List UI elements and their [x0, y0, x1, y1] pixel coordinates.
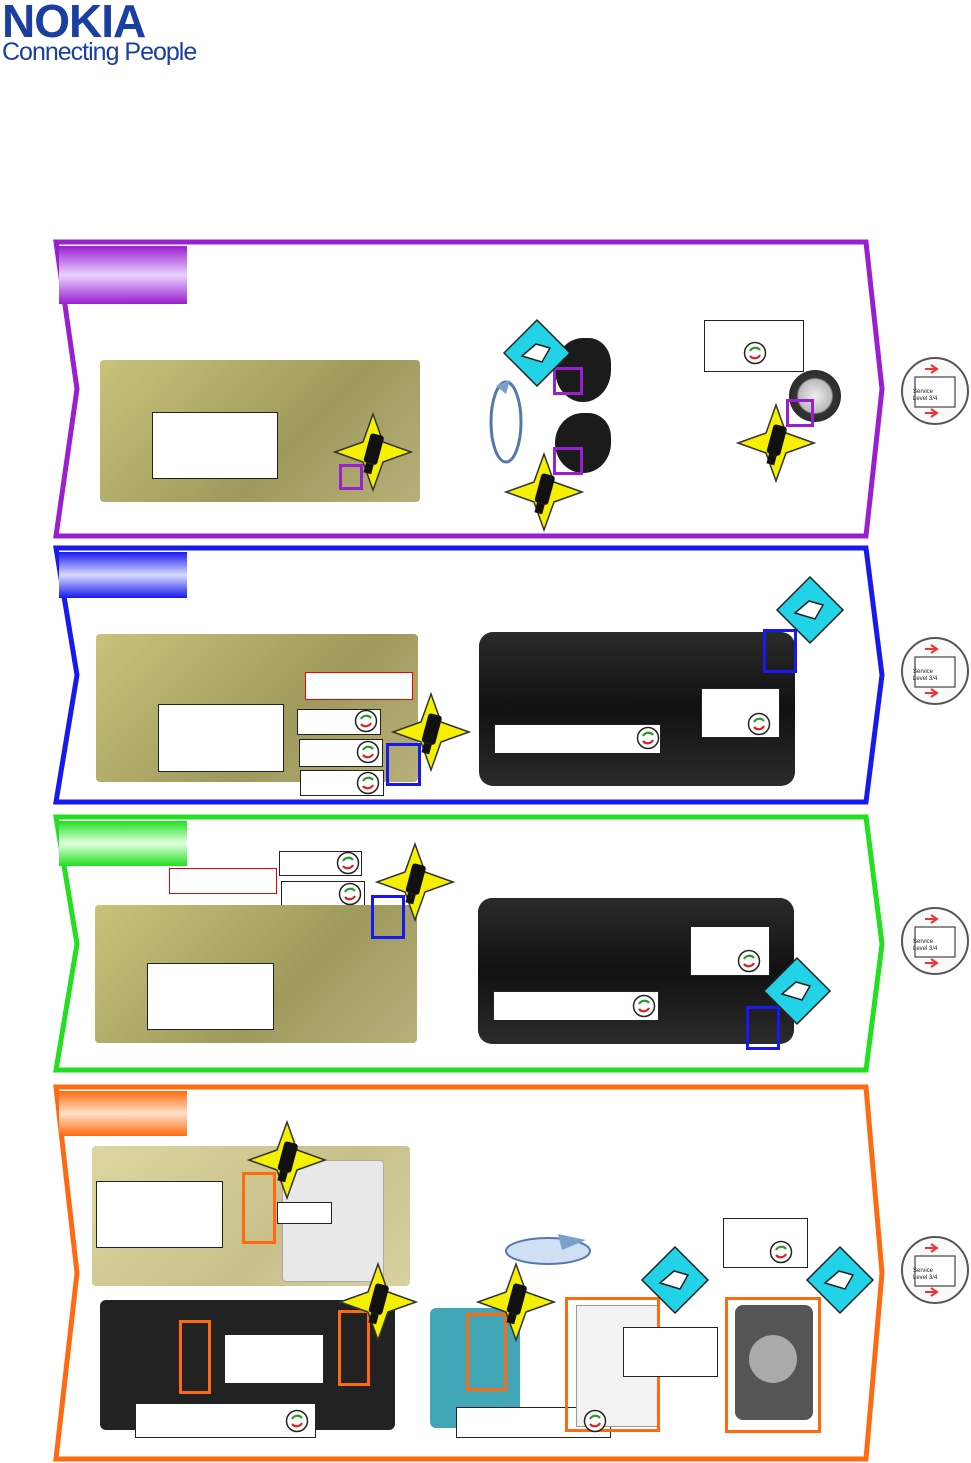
- service-level-line2: Level 3/4: [913, 676, 938, 682]
- highlight-box: [339, 464, 363, 490]
- esd-warning-icon: [338, 1262, 418, 1342]
- label-box: [224, 1334, 324, 1384]
- label-box: [623, 1327, 718, 1377]
- replace-icon: [583, 1409, 607, 1433]
- highlight-box: [242, 1172, 276, 1244]
- highlight-box: [746, 1006, 780, 1050]
- label-box: [723, 1218, 808, 1268]
- section-2-tab: [59, 552, 187, 598]
- keymat-frame-photo: [576, 1305, 658, 1427]
- replace-icon: [769, 1240, 793, 1264]
- highlight-box: [338, 1310, 370, 1386]
- highlight-box: [553, 447, 583, 475]
- section-1-tab: [59, 246, 187, 304]
- red-label-box: [169, 868, 277, 894]
- manual-note-icon: [502, 318, 572, 388]
- replace-icon: [354, 709, 378, 733]
- buzzer-photo: [789, 370, 841, 422]
- manual-note-icon: [775, 575, 845, 645]
- label-box: [135, 1403, 316, 1438]
- label-box: [494, 724, 661, 754]
- highlight-box: [786, 399, 814, 427]
- replace-icon: [747, 712, 771, 736]
- label-box: [152, 412, 278, 479]
- red-label-box: [305, 672, 413, 700]
- rotate-icon: [505, 1234, 591, 1265]
- section-3-frame: [53, 814, 885, 1073]
- navi-key-photo: [735, 1305, 813, 1420]
- highlight-box: [725, 1297, 821, 1433]
- label-box: [96, 1181, 223, 1248]
- esd-warning-icon: [333, 412, 413, 492]
- replace-icon: [356, 771, 380, 795]
- speaker-bottom-photo: [555, 413, 611, 473]
- service-level-line2: Level 3/4: [913, 1275, 938, 1281]
- highlight-box: [553, 367, 583, 395]
- section-3-tab: [59, 821, 187, 866]
- logo-wordmark: NOKIA: [2, 0, 146, 47]
- manual-note-icon: [640, 1245, 710, 1315]
- replace-icon: [285, 1409, 309, 1433]
- esd-warning-icon: [247, 1120, 327, 1200]
- manual-note-icon: [805, 1245, 875, 1315]
- replace-icon: [636, 726, 660, 750]
- section-4-frame: [53, 1084, 885, 1462]
- replace-icon: [356, 740, 380, 764]
- service-level-line1: Service: [913, 939, 934, 945]
- service-level-line1: Service: [913, 1268, 934, 1274]
- rotate-icon: [489, 380, 523, 464]
- label-box: [493, 991, 659, 1021]
- highlight-box: [179, 1320, 211, 1394]
- service-level-icon: Service Level 3/4: [901, 1236, 969, 1304]
- highlight-box: [371, 895, 405, 939]
- replace-icon: [737, 949, 761, 973]
- service-level-icon: Service Level 3/4: [901, 907, 969, 975]
- replace-icon: [336, 851, 360, 875]
- service-level-line1: Service: [913, 669, 934, 675]
- section-4-tab: [59, 1091, 187, 1136]
- label-box: [277, 1202, 332, 1224]
- highlight-box: [466, 1313, 507, 1391]
- highlight-box: [386, 743, 421, 786]
- service-level-line2: Level 3/4: [913, 396, 938, 402]
- esd-warning-icon: [375, 842, 455, 922]
- label-box: [158, 704, 284, 772]
- replace-icon: [743, 341, 767, 365]
- logo-tagline: Connecting People: [2, 38, 197, 66]
- service-level-line1: Service: [913, 389, 934, 395]
- section-1-frame: [53, 239, 885, 539]
- section-2-frame: [53, 545, 885, 805]
- esd-warning-icon: [736, 403, 816, 483]
- highlight-box: [763, 629, 797, 673]
- esd-warning-icon: [391, 692, 471, 772]
- esd-warning-icon: [476, 1262, 556, 1342]
- esd-warning-icon: [504, 452, 584, 532]
- service-level-icon: Service Level 3/4: [901, 357, 969, 425]
- manual-note-icon: [762, 956, 832, 1026]
- service-level-icon: Service Level 3/4: [901, 637, 969, 705]
- service-level-line2: Level 3/4: [913, 946, 938, 952]
- replace-icon: [632, 994, 656, 1018]
- label-box: [147, 963, 274, 1030]
- replace-icon: [338, 882, 362, 906]
